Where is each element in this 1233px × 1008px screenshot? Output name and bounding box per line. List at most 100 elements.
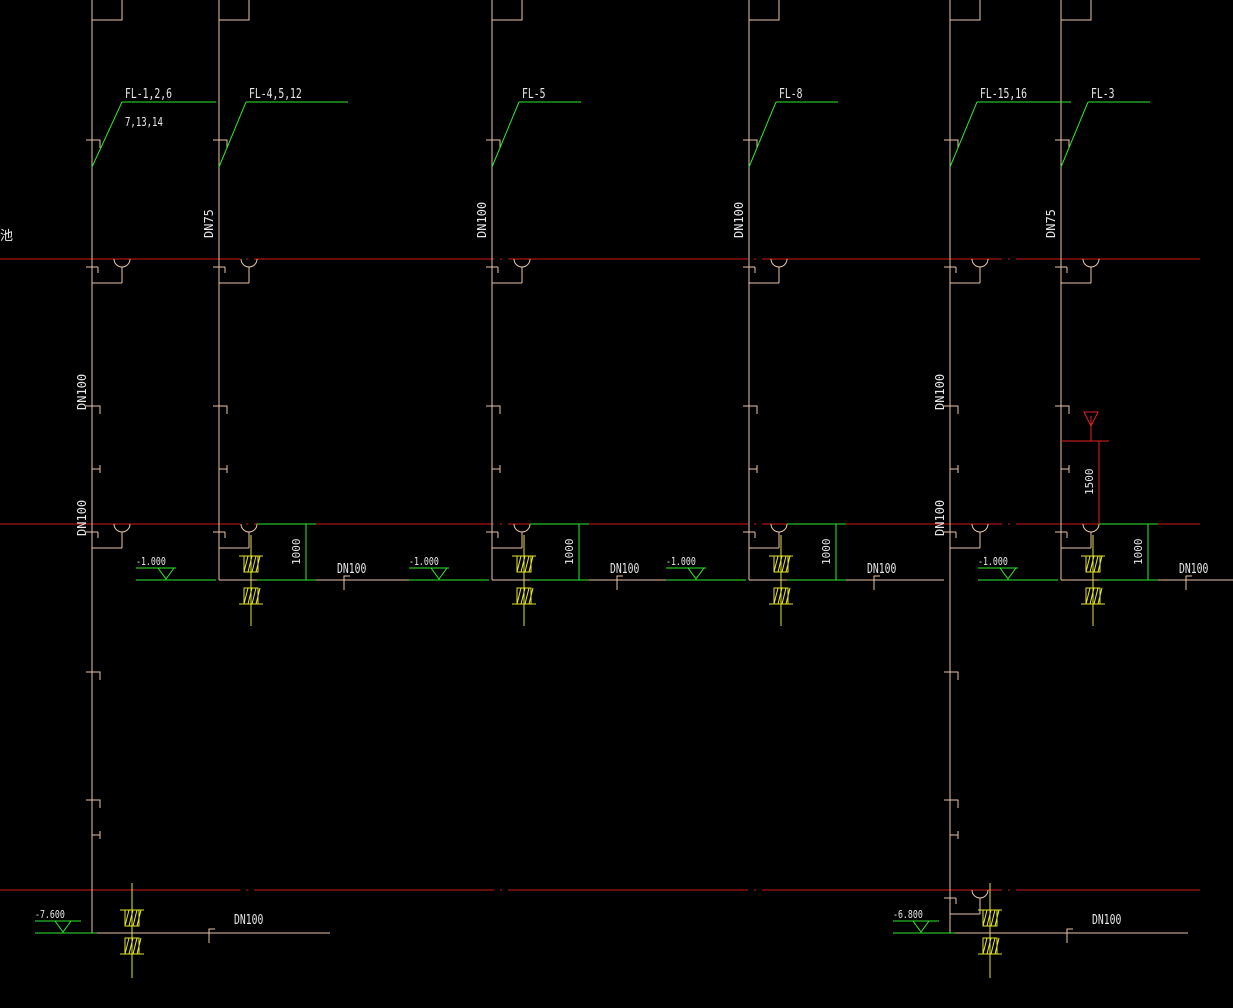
trap-bowl	[113, 523, 131, 533]
flange-mark-b-3	[486, 405, 501, 414]
trap-bowl	[971, 258, 989, 268]
hatch-u	[1085, 555, 1091, 573]
pipe-size-mid: DN100	[933, 374, 947, 410]
hatch-l	[1093, 587, 1099, 605]
leader-diagonal	[491, 101, 520, 168]
floor-trap-upper-1	[86, 258, 131, 284]
pipe-size-upper: DN75	[202, 209, 216, 238]
trap-bowl	[513, 258, 531, 268]
flange-mark-c-5	[944, 671, 959, 680]
hatch-l	[243, 587, 249, 605]
outlet-size-label: DN100	[337, 561, 366, 577]
top-branch-3	[492, 0, 523, 21]
pipe-size-lower: DN100	[75, 500, 89, 536]
floor-trap-lower-3	[486, 523, 531, 549]
floor-trap-upper-4	[743, 258, 788, 284]
flange-mark-a-3	[486, 139, 501, 148]
elev-triangle	[999, 567, 1017, 580]
hatch-u	[516, 555, 522, 573]
hatch	[128, 909, 134, 927]
trap-bowl	[1082, 523, 1100, 533]
hatch-u	[255, 555, 261, 573]
outlet-flange	[1185, 575, 1192, 590]
top-branch-4	[749, 0, 780, 21]
hatch-u	[1093, 555, 1099, 573]
leader-diagonal	[218, 101, 247, 168]
hatch-l	[247, 587, 253, 605]
leader-diagonal	[748, 101, 777, 168]
hatch	[128, 937, 134, 955]
hatch	[124, 909, 130, 927]
hatch	[986, 937, 992, 955]
hatch	[132, 909, 138, 927]
leader-diagonal	[1060, 101, 1089, 168]
hatch-u	[247, 555, 253, 573]
hatch-l	[520, 587, 526, 605]
floor-trap-upper-3	[486, 258, 531, 284]
floor-trap-lower-2b	[213, 523, 258, 549]
hatch-l	[785, 587, 791, 605]
hatch	[132, 937, 138, 955]
elevation-label: -1.000	[409, 556, 439, 568]
hatch	[136, 937, 142, 955]
dim-label: 1000	[563, 539, 576, 566]
pipe-size-upper: DN100	[475, 202, 489, 238]
stack-leader-6	[1060, 101, 1150, 168]
flange-mark-a-4	[743, 139, 758, 148]
bottom-size-label: DN100	[234, 912, 263, 928]
side-text-fragment: 池	[0, 229, 13, 244]
hatch-u	[777, 555, 783, 573]
hatch-u	[1089, 555, 1095, 573]
stack-label: FL-4,5,12	[249, 86, 302, 102]
flange-mark-a-2	[213, 139, 228, 148]
elevation-label: -1.000	[666, 556, 696, 568]
flange-mark-b-4	[743, 405, 758, 414]
trap-bowl	[1082, 258, 1100, 268]
hatch-l	[777, 587, 783, 605]
bottom-elevation-label: -7.600	[35, 909, 65, 921]
stack-label: FL-15,16	[980, 86, 1027, 102]
flange-mark-d-1	[86, 799, 101, 808]
bottom-flange	[1066, 928, 1073, 943]
hatch-l	[516, 587, 522, 605]
pipe-size-mid: DN100	[75, 374, 89, 410]
flange-mark-d-5	[944, 799, 959, 808]
flange-mark-b-6	[1055, 405, 1070, 414]
hatch	[994, 909, 1000, 927]
flange-mark-a-6	[1055, 139, 1070, 148]
trap-bowl	[113, 258, 131, 268]
trap-bowl	[240, 523, 258, 533]
stack-leader-5	[949, 101, 1071, 168]
hatch	[990, 937, 996, 955]
stack-leader-3	[491, 101, 581, 168]
hatch	[994, 937, 1000, 955]
trap-bowl	[971, 523, 989, 533]
hatch-u	[528, 555, 534, 573]
stack-label: FL-8	[779, 86, 803, 102]
hatch-l	[528, 587, 534, 605]
vent-dim-label: 1500	[1083, 469, 1096, 496]
flange-mark-b-5	[944, 405, 959, 414]
pipe-size-upper: DN100	[732, 202, 746, 238]
hatch-l	[255, 587, 261, 605]
elev-triangle	[687, 567, 705, 580]
stack-label: FL-1,2,6	[125, 86, 172, 102]
leader-diagonal	[91, 101, 123, 168]
hatch-u	[773, 555, 779, 573]
hatch-l	[781, 587, 787, 605]
pipe-size-upper: DN75	[1044, 209, 1058, 238]
bottom-elevation-label: -6.800	[893, 909, 923, 921]
stack-leader-2	[218, 101, 348, 168]
outlet-flange	[873, 575, 880, 590]
floor-trap-upper-6	[1055, 258, 1100, 284]
floor-trap-lower-6	[1055, 523, 1100, 549]
floor-trap-upper-5	[944, 258, 989, 284]
trap-bowl	[513, 523, 531, 533]
elev-triangle	[157, 567, 175, 580]
elevation-label: -1.000	[978, 556, 1008, 568]
hatch-u	[785, 555, 791, 573]
flange-mark-b-2	[213, 405, 228, 414]
trap-bowl	[240, 258, 258, 268]
